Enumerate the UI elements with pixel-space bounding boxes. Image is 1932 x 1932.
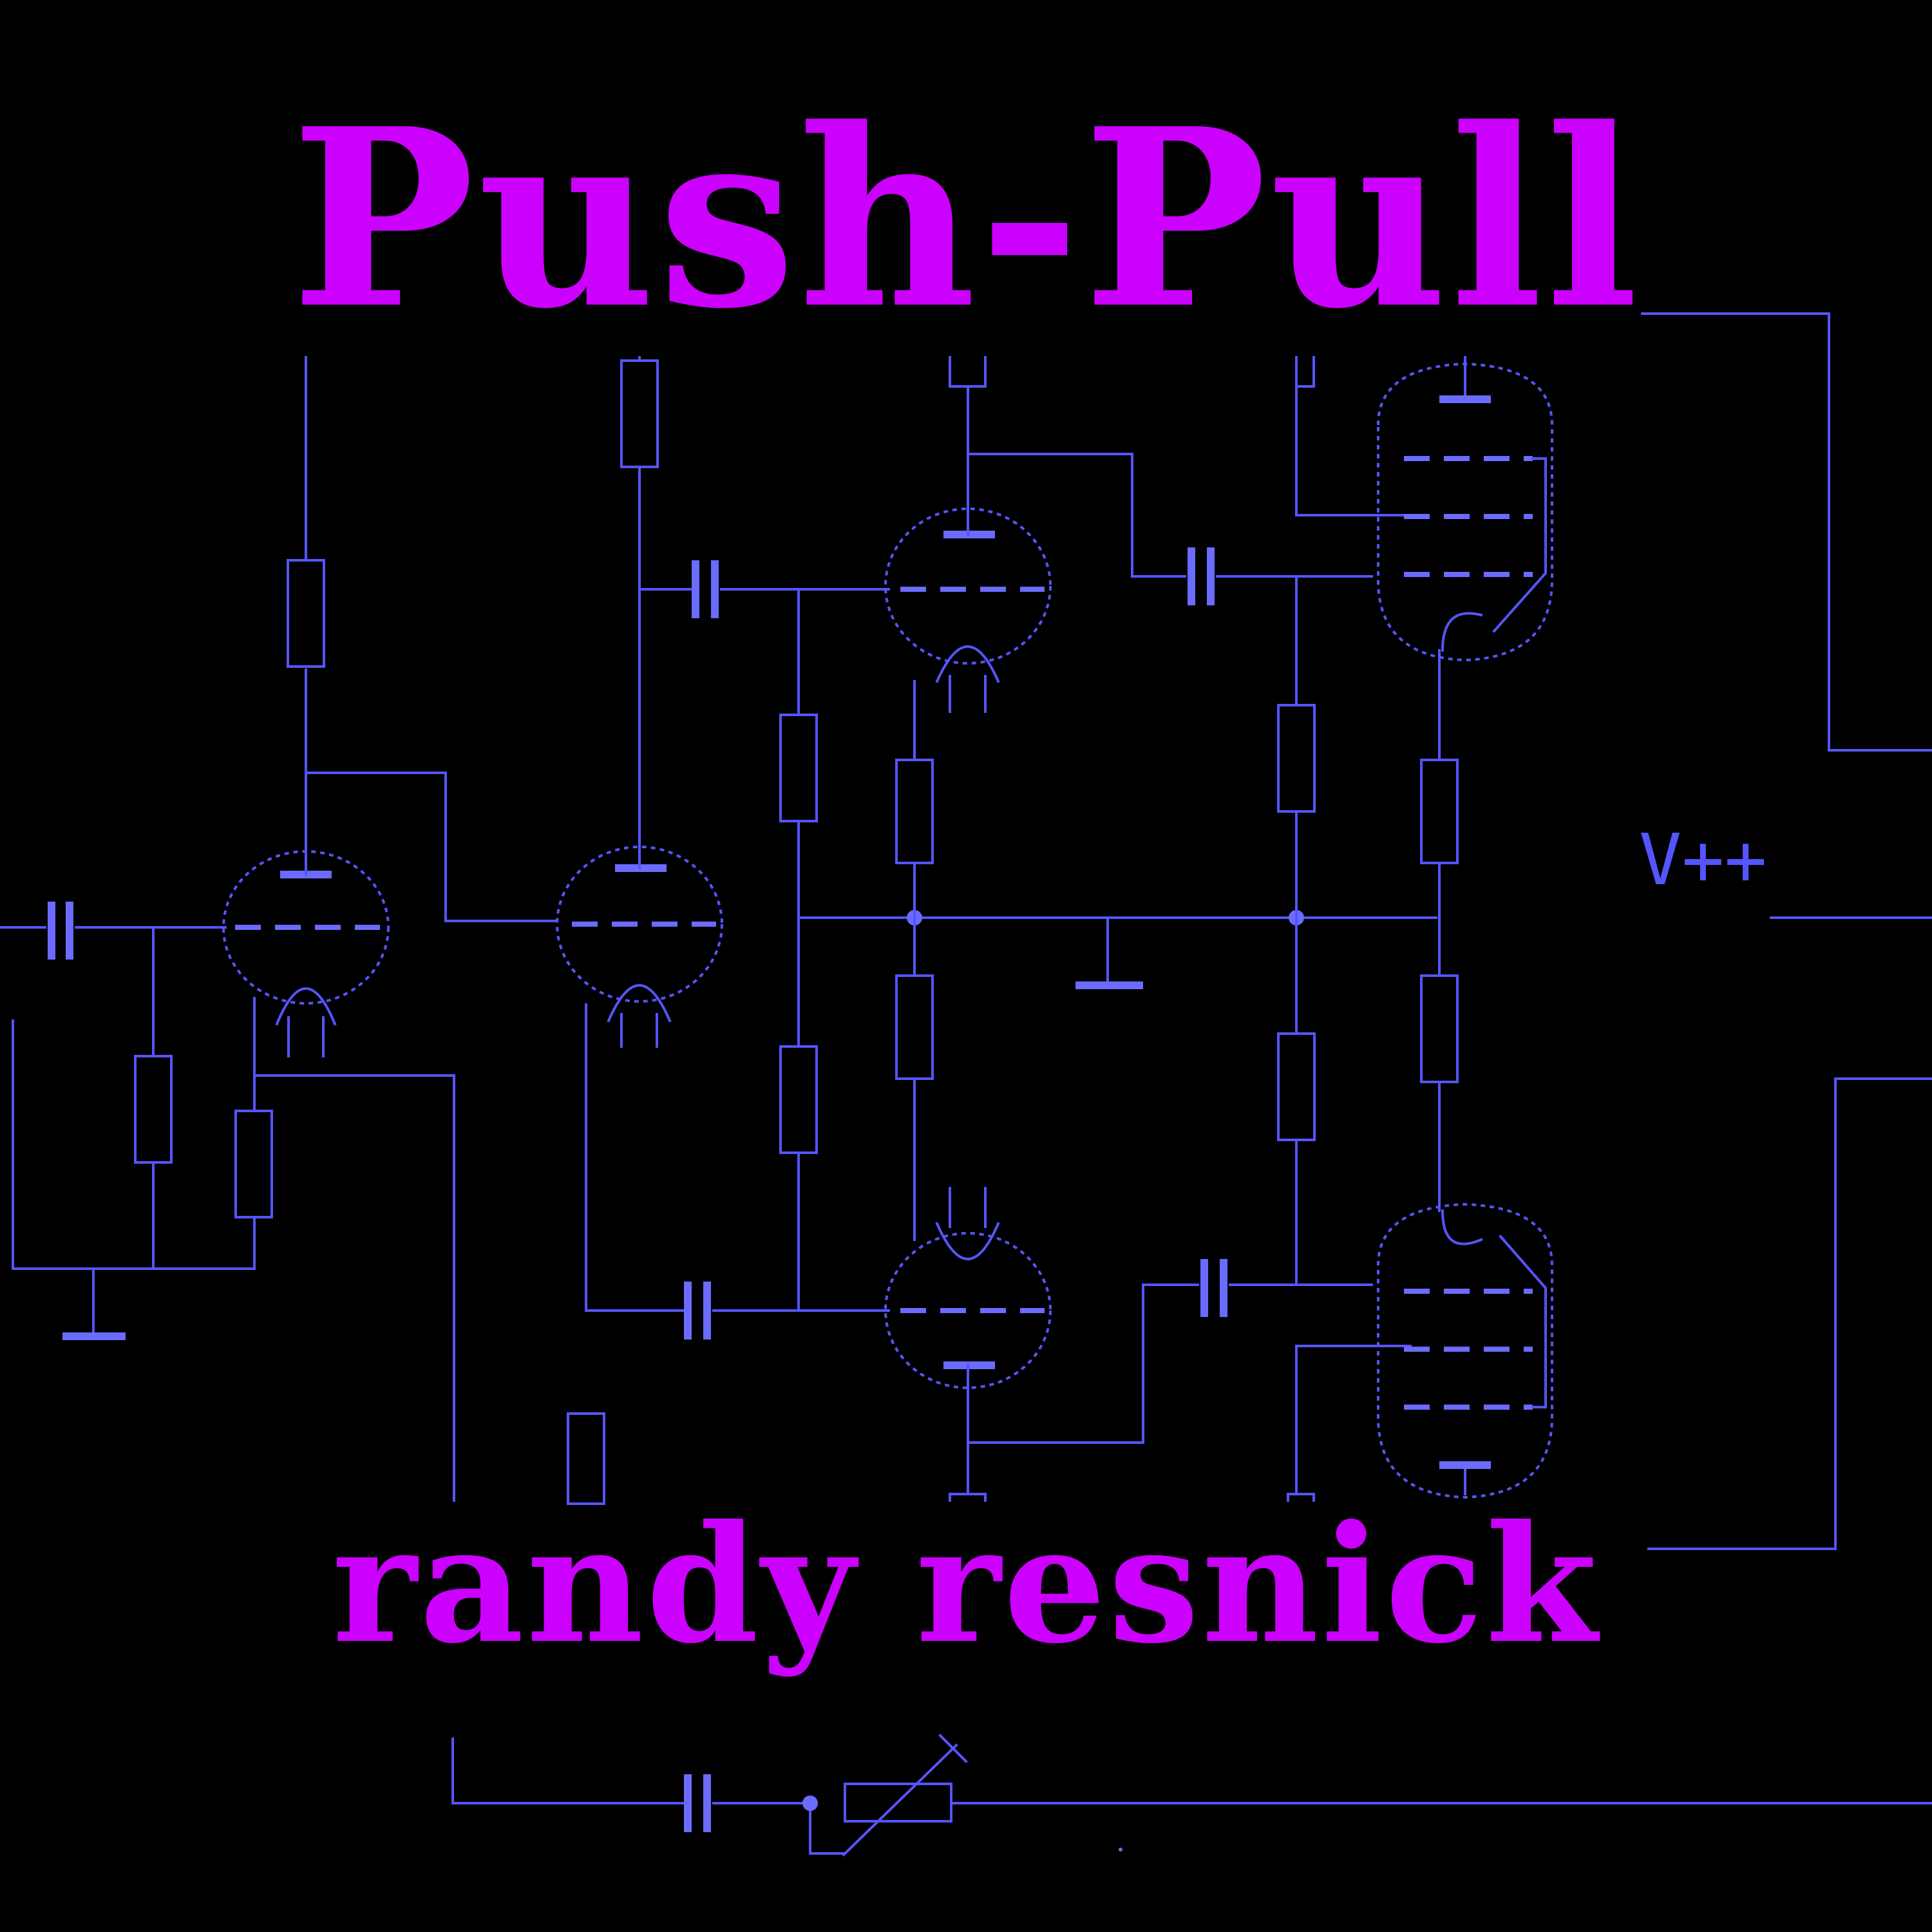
resistor (567, 1412, 605, 1505)
input-stage (0, 902, 273, 1340)
resistor (1420, 759, 1459, 864)
artist-name: randy resnick (332, 1490, 1600, 1679)
resistor (1277, 704, 1316, 813)
phase-splitter (779, 588, 1437, 1312)
resistor (134, 1055, 173, 1164)
resistor (620, 359, 659, 468)
triode-tube (556, 356, 890, 1505)
supply-voltage-label: V++ (1639, 819, 1767, 901)
resistor (895, 759, 934, 864)
triode-tube (884, 1187, 1373, 1502)
album-title: Push-Pull (290, 75, 1642, 363)
triode-tube (222, 356, 558, 1502)
output-grid-network (1277, 356, 1412, 1502)
triode-tube (884, 356, 1373, 1241)
resistor (779, 714, 818, 822)
pentode-tube (1377, 356, 1553, 1212)
resistor (1420, 974, 1459, 1083)
resistor (287, 559, 325, 668)
pentode-tube (1377, 1202, 1553, 1499)
feedback-network (451, 1087, 1932, 1857)
resistor (895, 974, 934, 1080)
resistor (1277, 1032, 1316, 1141)
resistor (779, 1045, 818, 1154)
resistor (234, 1110, 273, 1218)
output-wiring (1641, 312, 1932, 1550)
